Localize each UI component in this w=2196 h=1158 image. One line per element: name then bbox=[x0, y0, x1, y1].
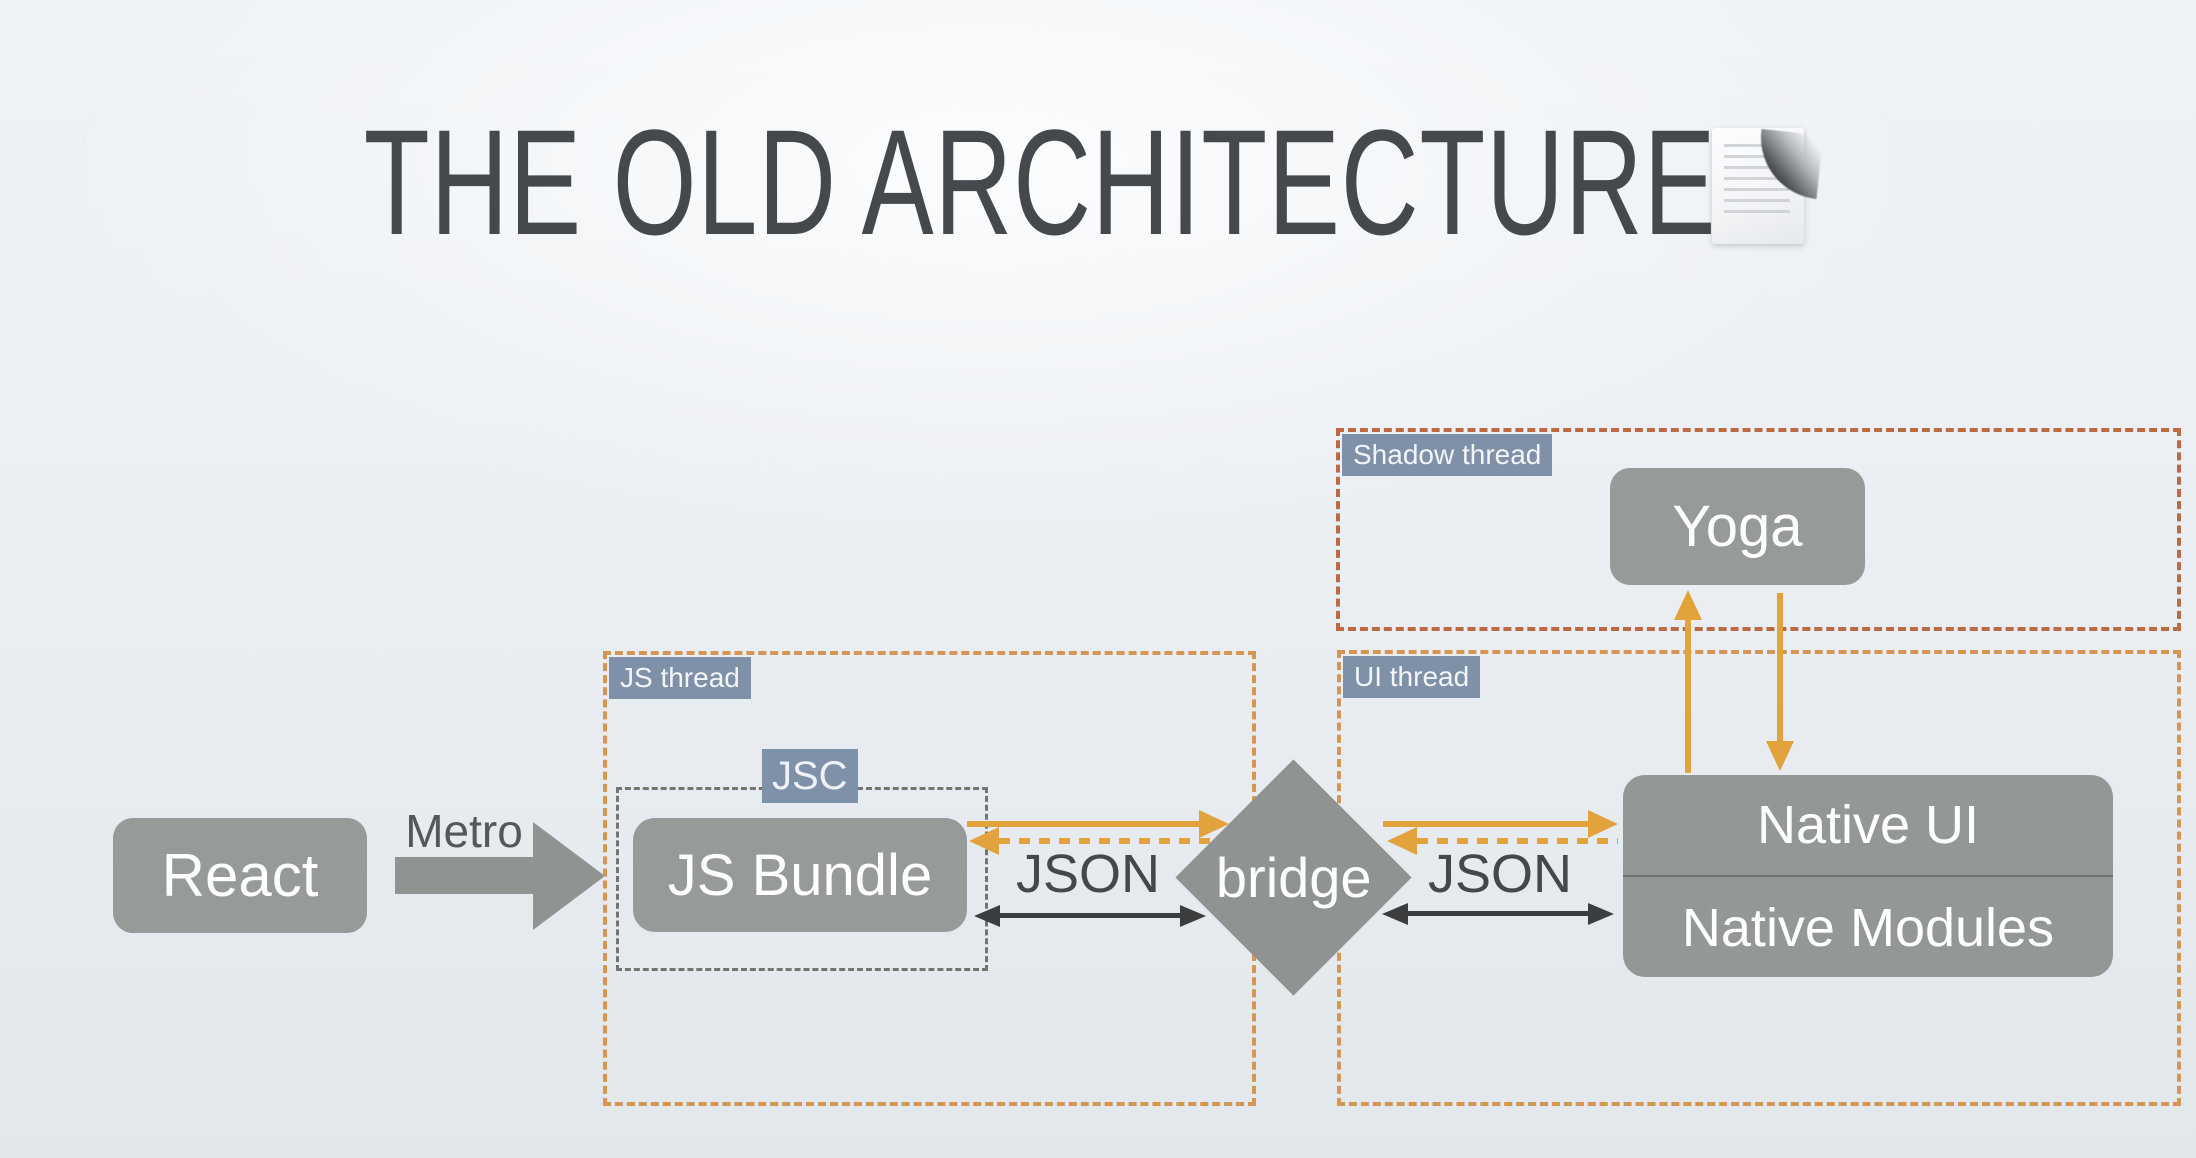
metro-arrow-head bbox=[533, 822, 605, 930]
node-native: Native UI Native Modules bbox=[1623, 775, 2113, 977]
edge-json-right-label: JSON bbox=[1427, 844, 1573, 904]
arrow-bridge-to-js-return-line bbox=[999, 838, 1211, 844]
node-native-modules: Native Modules bbox=[1623, 879, 2113, 977]
document-icon bbox=[1712, 128, 1824, 244]
arrow-js-bridge-black-head-right bbox=[1180, 905, 1206, 927]
arrow-bridge-native-black-head-left bbox=[1382, 903, 1408, 925]
arrow-yoga-to-native-line bbox=[1777, 593, 1783, 743]
badge-js-thread: JS thread bbox=[609, 657, 751, 700]
badge-jsc: JSC bbox=[762, 749, 858, 803]
node-yoga-label: Yoga bbox=[1672, 494, 1803, 559]
arrow-native-to-yoga-line bbox=[1685, 618, 1691, 773]
arrow-native-to-bridge-return-line bbox=[1417, 838, 1618, 844]
arrow-yoga-to-native-head bbox=[1766, 741, 1794, 771]
edge-metro-label: Metro bbox=[405, 805, 523, 857]
arrow-native-to-yoga-head bbox=[1674, 590, 1702, 620]
node-js-bundle-label: JS Bundle bbox=[667, 842, 933, 908]
arrow-bridge-to-native-send-line bbox=[1383, 821, 1588, 827]
arrow-bridge-native-black-head-right bbox=[1588, 903, 1614, 925]
arrow-js-to-bridge-send-head bbox=[1199, 810, 1229, 838]
node-react-label: React bbox=[161, 842, 319, 909]
arrow-bridge-to-js-return-head bbox=[969, 827, 999, 855]
edge-json-left-label: JSON bbox=[1015, 844, 1161, 904]
arrow-bridge-native-black-line bbox=[1408, 911, 1588, 916]
arrow-js-bridge-black-head-left bbox=[974, 905, 1000, 927]
node-native-ui: Native UI bbox=[1623, 775, 2113, 877]
badge-ui-thread: UI thread bbox=[1343, 656, 1481, 699]
arrow-js-to-bridge-send-line bbox=[967, 821, 1199, 827]
arrow-js-bridge-black-line bbox=[1000, 913, 1180, 918]
node-native-modules-label: Native Modules bbox=[1681, 898, 2055, 958]
slide-title: THE OLD ARCHITECTURE bbox=[363, 98, 1717, 266]
badge-shadow-thread: Shadow thread bbox=[1342, 434, 1553, 477]
node-yoga: Yoga bbox=[1610, 468, 1865, 585]
metro-arrow-body bbox=[395, 857, 533, 894]
node-bridge-label: bridge bbox=[1215, 845, 1372, 909]
node-js-bundle: JS Bundle bbox=[633, 818, 967, 932]
arrow-bridge-to-native-send-head bbox=[1588, 810, 1618, 838]
region-shadow-thread: Shadow thread bbox=[1336, 428, 2181, 631]
arrow-native-to-bridge-return-head bbox=[1387, 827, 1417, 855]
node-native-ui-label: Native UI bbox=[1756, 795, 1980, 855]
node-react: React bbox=[113, 818, 367, 933]
